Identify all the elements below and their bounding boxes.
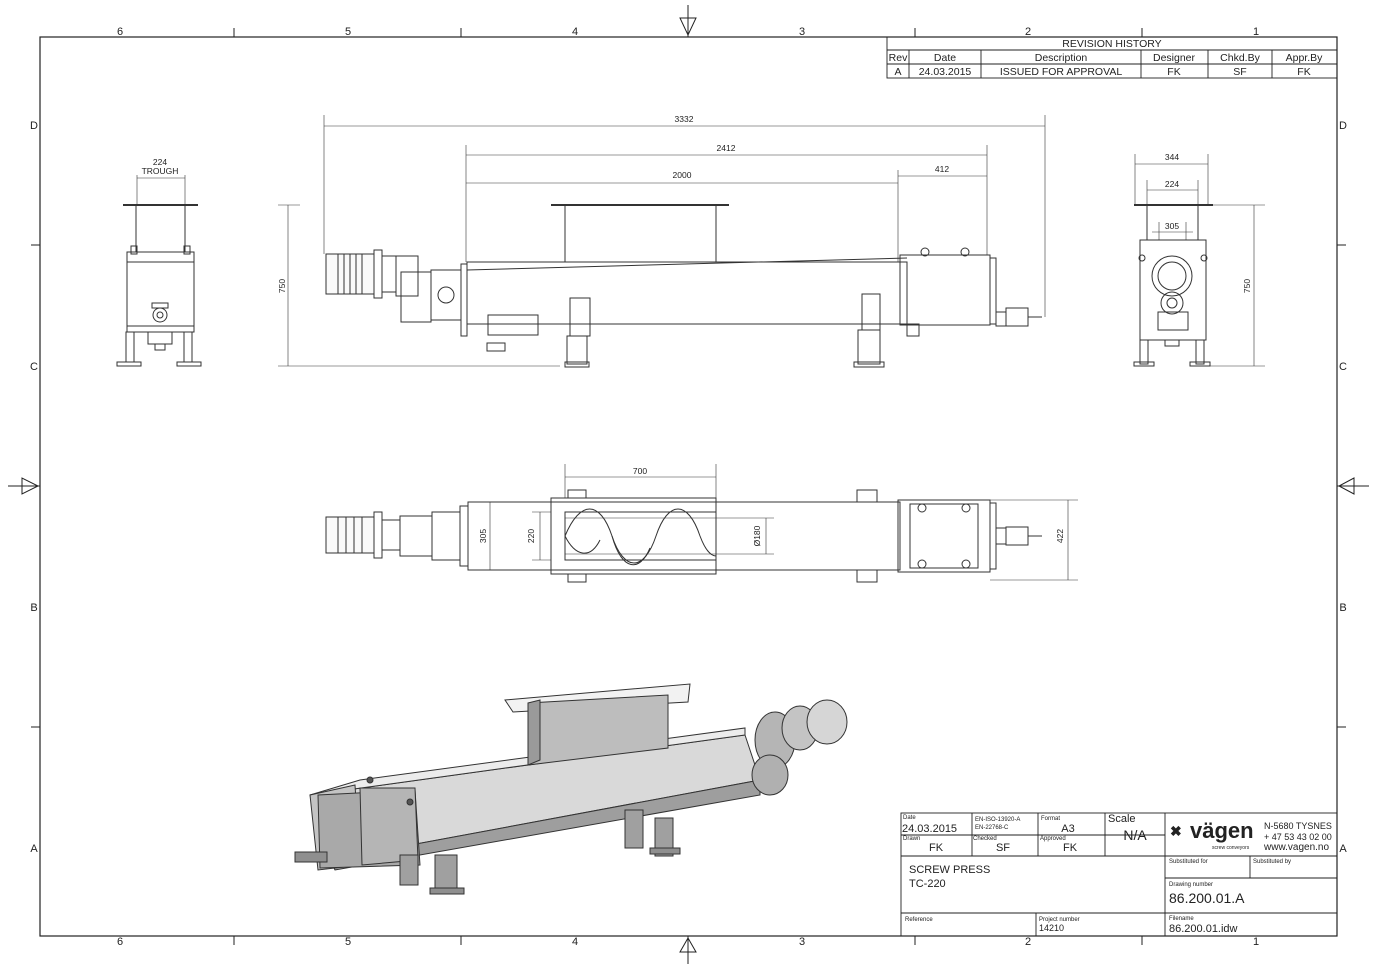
grid-col-1-bottom: 1 [1253, 936, 1259, 948]
top-view-dimensions [489, 464, 1078, 581]
tb-format-label: Format [1041, 816, 1060, 822]
grid-col-4-top: 4 [572, 26, 578, 38]
title-block [900, 812, 1338, 937]
revision-history-table: REVISION HISTORY Rev Date Description De… [886, 36, 1338, 79]
grid-col-6-bottom: 6 [117, 936, 123, 948]
grid-col-4-bottom: 4 [572, 936, 578, 948]
tb-scale-label: Scale [1108, 813, 1136, 825]
top-view [325, 489, 1042, 583]
dim-overall-length: 3332 [675, 114, 694, 124]
tb-filename: 86.200.01.idw [1169, 923, 1238, 935]
isometric-view [294, 683, 848, 895]
tb-drawn-label: Drawn [903, 836, 920, 842]
tb-drawn: FK [929, 842, 944, 854]
tb-format: A3 [1061, 823, 1074, 835]
grid-ticks [31, 28, 1346, 945]
tb-std1: EN-ISO-13920-A [975, 817, 1020, 823]
dim-width-220: 220 [526, 529, 536, 543]
grid-row-a-right: A [1339, 843, 1347, 855]
dim-length-2000: 2000 [673, 170, 692, 180]
left-end-view [116, 175, 202, 367]
grid-row-d-right: D [1339, 120, 1347, 132]
tb-date-label: Date [903, 815, 916, 821]
rev-header-designer: Designer [1153, 52, 1196, 64]
tb-title-line1: SCREW PRESS [909, 864, 990, 876]
tb-drawing-number-label: Drawing number [1169, 882, 1213, 888]
rev-header-appr: Appr.By [1286, 52, 1324, 64]
right-end-view-dimensions [1134, 154, 1265, 367]
grid-row-c-right: C [1339, 361, 1347, 373]
rev-header-rev: Rev [889, 52, 908, 64]
grid-col-2-top: 2 [1025, 26, 1031, 38]
dim-dia-180: Ø180 [752, 525, 762, 546]
grid-row-c-left: C [30, 361, 38, 373]
rev-row-appr: FK [1297, 66, 1310, 78]
dim-inlet-700: 700 [633, 466, 647, 476]
tb-substituted-by-label: Substituted by [1253, 859, 1291, 865]
rev-row-designer: FK [1167, 66, 1180, 78]
grid-col-2-bottom: 2 [1025, 936, 1031, 948]
rev-header-description: Description [1035, 52, 1088, 64]
tb-phone: + 47 53 43 02 00 [1264, 832, 1332, 842]
grid-col-5-top: 5 [345, 26, 351, 38]
dim-length-2412: 2412 [717, 143, 736, 153]
dim-right-224: 224 [1165, 179, 1179, 189]
tb-project-label: Project number [1039, 917, 1080, 923]
grid-col-5-bottom: 5 [345, 936, 351, 948]
tb-drawing-number: 86.200.01.A [1169, 890, 1245, 906]
rev-header-date: Date [934, 52, 956, 64]
tb-title-line2: TC-220 [909, 878, 946, 890]
tb-web: www.vagen.no [1263, 842, 1329, 853]
rev-row-rev: A [894, 66, 901, 78]
side-view [278, 204, 1042, 368]
side-view-dimensions [278, 115, 1046, 366]
dim-height-right: 750 [1242, 279, 1252, 293]
dim-width-422: 422 [1055, 529, 1065, 543]
dim-right-344: 344 [1165, 152, 1179, 162]
dim-length-412: 412 [935, 164, 949, 174]
tb-filename-label: Filename [1169, 916, 1194, 922]
revision-history-title: REVISION HISTORY [1062, 38, 1161, 50]
tb-approved: FK [1063, 842, 1078, 854]
grid-col-1-top: 1 [1253, 26, 1259, 38]
dim-right-305: 305 [1165, 221, 1179, 231]
tb-company: vägen [1190, 818, 1254, 843]
tb-logo-mark: ✖ [1170, 823, 1182, 839]
dim-height-side: 750 [277, 279, 287, 293]
tb-approved-label: Approved [1040, 836, 1066, 842]
centering-marks [8, 5, 1369, 964]
tb-project-number: 14210 [1039, 923, 1064, 933]
tb-checked-label: Checked [973, 836, 997, 842]
tb-checked: SF [996, 842, 1010, 854]
rev-row-description: ISSUED FOR APPROVAL [1000, 66, 1122, 78]
grid-row-b-right: B [1339, 602, 1346, 614]
tb-date: 24.03.2015 [902, 823, 957, 835]
dim-end-trough-label: TROUGH [142, 166, 179, 176]
grid-col-3-bottom: 3 [799, 936, 805, 948]
tb-scale: N/A [1123, 827, 1147, 843]
grid-col-3-top: 3 [799, 26, 805, 38]
grid-row-b-left: B [30, 602, 37, 614]
grid-row-d-left: D [30, 120, 38, 132]
dim-width-305: 305 [478, 529, 488, 543]
grid-row-a-left: A [30, 843, 38, 855]
tb-company-sub: screw conveyors [1212, 845, 1250, 851]
tb-reference-label: Reference [905, 917, 933, 923]
grid-col-6-top: 6 [117, 26, 123, 38]
rev-row-chkd: SF [1233, 66, 1246, 78]
tb-std2: EN-22768-C [975, 825, 1009, 831]
rev-row-date: 24.03.2015 [919, 66, 972, 78]
tb-substituted-for-label: Substituted for [1169, 859, 1208, 865]
rev-header-chkd: Chkd.By [1220, 52, 1260, 64]
tb-address: N-5680 TYSNES [1264, 821, 1332, 831]
dim-end-trough: 224 [153, 157, 167, 167]
